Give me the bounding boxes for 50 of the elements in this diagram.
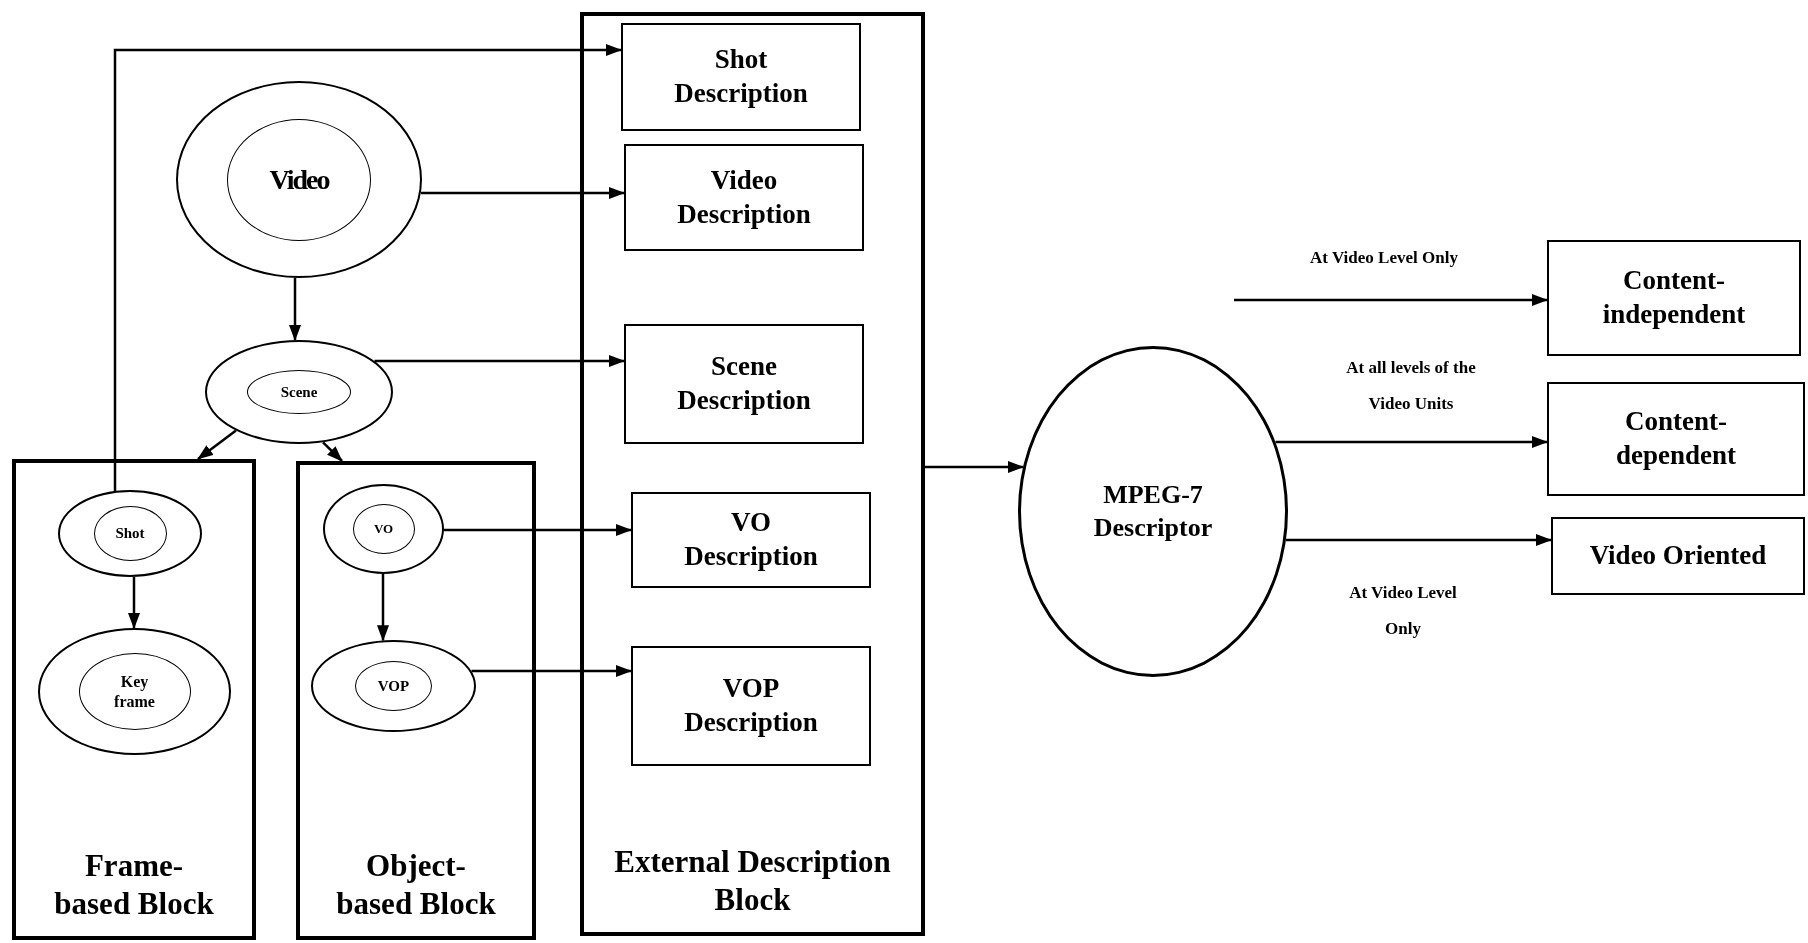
node-label: Video Oriented <box>1589 539 1767 573</box>
arrow <box>377 574 389 642</box>
description-box <box>1547 240 1801 356</box>
arrow <box>444 524 632 536</box>
node-label: Key frame <box>113 671 156 712</box>
node-label: Content- independent <box>1601 264 1747 331</box>
description-box <box>1547 382 1805 496</box>
node-label: Scene <box>280 382 318 402</box>
arrow <box>289 277 301 342</box>
description-box <box>624 324 864 444</box>
description-box <box>624 144 864 251</box>
double-ellipse <box>58 490 202 577</box>
arrow <box>322 441 343 462</box>
arrow <box>128 576 140 629</box>
arrow <box>374 355 625 367</box>
node-label: VOP Description <box>683 672 819 739</box>
node-label: Content- dependent <box>1615 405 1737 472</box>
description-box <box>1551 517 1805 595</box>
arrow <box>1275 436 1548 448</box>
description-box <box>621 23 861 131</box>
arrow <box>1234 294 1548 306</box>
node-label: External Description Block <box>613 842 892 920</box>
arrow <box>197 429 237 460</box>
arrow <box>471 665 632 677</box>
block-panel <box>12 459 256 940</box>
node-label: Video Description <box>676 163 812 231</box>
arrow <box>925 461 1024 473</box>
node-label: Scene Description <box>676 350 812 417</box>
description-box <box>631 492 871 588</box>
descriptor-ellipse <box>1018 346 1288 677</box>
node-label: Object- based Block <box>335 846 497 924</box>
block-panel <box>580 12 925 936</box>
double-ellipse <box>323 484 444 574</box>
node-label: Shot <box>115 524 145 543</box>
node-label: Shot Description <box>673 43 809 110</box>
arrow <box>420 187 625 199</box>
node-label: MPEG-7 Descriptor <box>1092 479 1214 544</box>
double-ellipse <box>176 81 422 278</box>
block-panel <box>296 461 536 940</box>
double-ellipse <box>205 340 393 444</box>
double-ellipse <box>311 640 476 732</box>
node-label: VO <box>373 520 394 538</box>
arrow <box>113 44 622 491</box>
node-label: Video <box>269 163 329 197</box>
node-label: VOP <box>377 676 410 696</box>
arrow <box>1286 534 1552 546</box>
node-label: Frame- based Block <box>53 846 215 924</box>
double-ellipse <box>38 628 231 755</box>
description-box <box>631 646 871 766</box>
node-label: VO Description <box>683 506 819 573</box>
